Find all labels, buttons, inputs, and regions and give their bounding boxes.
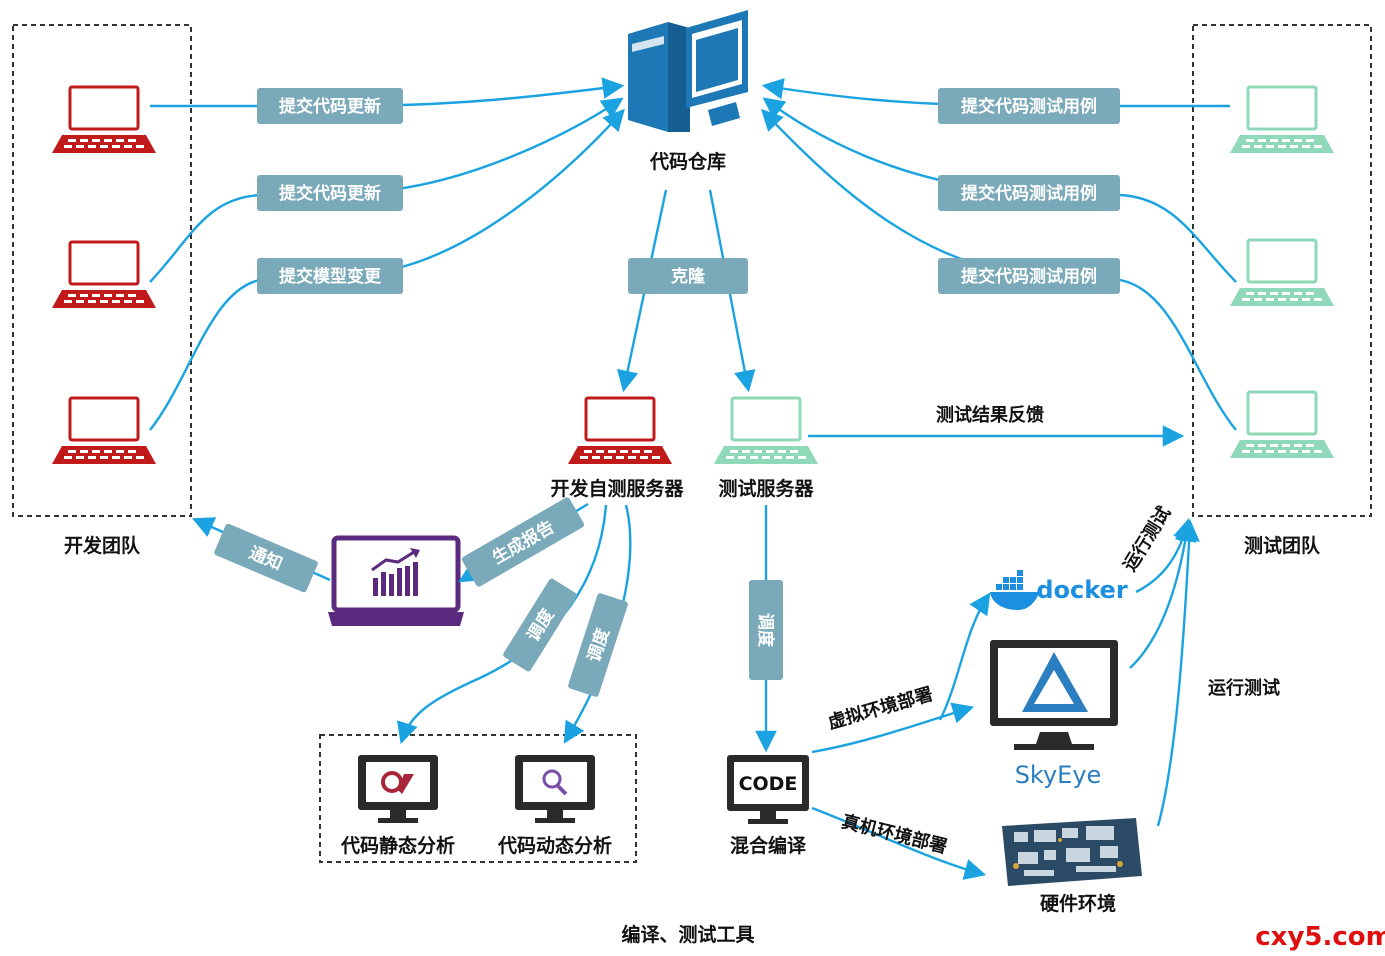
- code-box-text: CODE: [739, 773, 798, 795]
- dev-tag-2: 提交代码更新: [257, 175, 403, 211]
- test-tag-1: 提交代码测试用例: [938, 88, 1120, 124]
- report-tag: 生成报告: [461, 497, 585, 587]
- dynamic-analysis-label: 代码动态分析: [497, 834, 612, 857]
- run-test-label-1: 运行测试: [1119, 502, 1176, 575]
- dev-server-label: 开发自测服务器: [550, 477, 684, 500]
- svg-text:提交代码测试用例: 提交代码测试用例: [961, 183, 1097, 204]
- dev-tag-1: 提交代码更新: [257, 88, 403, 124]
- static-analysis-label: 代码静态分析: [340, 834, 455, 857]
- test-laptop-2: [1228, 238, 1336, 308]
- virtual-deploy-label: 虚拟环境部署: [825, 683, 935, 734]
- report-chart-icon: [328, 535, 464, 626]
- docker-text: docker: [1036, 576, 1127, 604]
- tools-title: 编译、测试工具: [621, 923, 754, 946]
- dev-team-box: [12, 24, 192, 517]
- compile-label: 混合编译: [730, 834, 807, 857]
- hardware-label: 硬件环境: [1040, 892, 1116, 915]
- notify-tag: 通知: [214, 523, 318, 593]
- svg-text:克隆: 克隆: [671, 266, 706, 287]
- test-team-label: 测试团队: [1244, 534, 1321, 557]
- arrow-run-skyeye: [1129, 519, 1197, 669]
- feedback-label: 测试结果反馈: [936, 404, 1044, 426]
- svg-text:提交代码测试用例: 提交代码测试用例: [961, 266, 1097, 287]
- svg-text:提交代码测试用例: 提交代码测试用例: [961, 96, 1097, 117]
- dev-laptop-3: [50, 396, 158, 466]
- test-server-label: 测试服务器: [718, 477, 814, 500]
- svg-text:虚拟环境部署: 虚拟环境部署: [825, 683, 935, 734]
- hardware-board-icon: [1002, 818, 1142, 886]
- repo-label: 代码仓库: [649, 150, 726, 173]
- static-analysis-monitor-icon: [358, 755, 438, 823]
- arrow-real-deploy: [811, 806, 987, 880]
- dev-laptop-1: [50, 85, 158, 155]
- arrow-virtual-docker: [938, 592, 991, 721]
- svg-text:提交代码更新: 提交代码更新: [279, 183, 381, 204]
- dynamic-analysis-monitor-icon: [515, 755, 595, 823]
- docker-whale-icon: [990, 570, 1040, 610]
- watermark-text: cxy5.com: [1255, 922, 1385, 952]
- skyeye-monitor-icon: [990, 640, 1118, 750]
- skyeye-text: SkyEye: [1015, 761, 1102, 789]
- svg-text:提交代码更新: 提交代码更新: [279, 96, 381, 117]
- dev-team-label: 开发团队: [64, 534, 141, 557]
- run-test-label-2: 运行测试: [1208, 677, 1280, 699]
- real-deploy-label: 真机环境部署: [839, 810, 949, 857]
- svg-text:运行测试: 运行测试: [1119, 502, 1176, 575]
- code-monitor-icon: [727, 755, 809, 824]
- server-pc-icon: [628, 10, 748, 132]
- tools-box: [319, 734, 637, 863]
- schedule-tag-1: 调度: [503, 578, 577, 672]
- dev-laptop-2: [50, 240, 158, 310]
- schedule-tag-2: 调度: [568, 593, 628, 697]
- dev-server-laptop-icon: [566, 396, 674, 466]
- test-laptop-3: [1228, 390, 1336, 460]
- dev-tag-3: 提交模型变更: [257, 258, 403, 294]
- test-tag-3: 提交代码测试用例: [938, 258, 1120, 294]
- svg-text:真机环境部署: 真机环境部署: [839, 810, 949, 857]
- svg-text:提交模型变更: 提交模型变更: [279, 266, 382, 287]
- test-server-laptop-icon: [712, 396, 820, 466]
- svg-text:调度: 调度: [755, 613, 776, 648]
- test-team-box: [1192, 24, 1372, 517]
- schedule-tag-3: 调度: [749, 580, 783, 680]
- clone-tag: 克隆: [628, 258, 748, 294]
- test-tag-2: 提交代码测试用例: [938, 175, 1120, 211]
- arrow-schedule-static: [396, 504, 608, 745]
- test-laptop-1: [1228, 85, 1336, 155]
- arrow-run-hardware: [1156, 519, 1200, 827]
- arrow-virtual-deploy: [811, 702, 975, 754]
